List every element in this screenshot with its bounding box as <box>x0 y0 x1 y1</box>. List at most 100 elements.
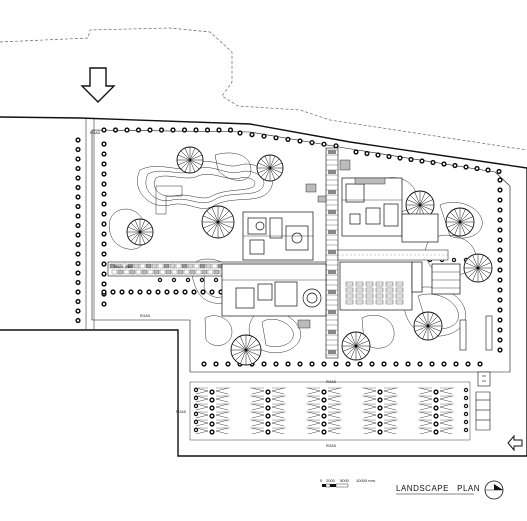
tree-symbol <box>497 287 503 293</box>
tree-symbol <box>452 162 458 169</box>
tree-symbol <box>285 136 291 142</box>
tree-symbol <box>101 161 107 167</box>
feature-tree <box>256 154 284 182</box>
tree-symbol <box>101 231 107 237</box>
tree-symbol <box>321 421 327 427</box>
tree-symbol <box>249 132 255 138</box>
tree-symbol <box>110 289 116 295</box>
tree-symbol <box>453 361 459 367</box>
walkway-label: WALK WAY <box>114 265 133 269</box>
feature-tree <box>445 207 475 237</box>
tree-symbol <box>463 411 469 417</box>
tree-symbol <box>297 138 303 144</box>
tree-symbol <box>75 156 81 162</box>
tree-symbol <box>213 361 219 367</box>
tree-symbol <box>146 289 152 295</box>
tree-symbol <box>463 419 469 425</box>
tree-symbol <box>204 127 211 133</box>
tree-symbol <box>112 127 119 133</box>
tree-symbol <box>429 361 435 367</box>
tree-symbol <box>386 153 392 160</box>
tree-symbol <box>171 277 177 283</box>
parking-area <box>189 381 471 441</box>
road-label-nw: ROAD <box>90 131 101 135</box>
scale-tick-0: 0 <box>320 478 323 483</box>
tree-symbol <box>213 277 219 283</box>
scale-tick-5000: 5000 <box>340 478 350 483</box>
tree-symbol <box>216 127 222 133</box>
tree-symbol <box>75 270 81 276</box>
tree-symbol <box>75 203 81 210</box>
tree-symbol <box>75 317 81 324</box>
building-east-hall <box>339 261 461 311</box>
tree-symbol <box>170 127 176 133</box>
tree-symbol <box>477 361 483 367</box>
tree-symbol <box>497 267 503 273</box>
feature-tree <box>201 205 235 239</box>
tree-symbol <box>497 327 503 333</box>
scale-tick-10000: 10000 mm. <box>356 478 376 483</box>
tree-symbol <box>485 167 491 173</box>
tree-symbol <box>209 389 215 395</box>
tree-symbol <box>433 421 439 427</box>
tree-symbol <box>193 411 199 417</box>
tree-symbol <box>377 405 383 411</box>
drawing-title: LANDSCAPE PLAN <box>396 484 480 493</box>
tree-symbol <box>209 421 215 427</box>
tree-symbol <box>497 257 503 263</box>
tree-symbol <box>182 289 188 295</box>
tree-symbol <box>124 127 130 133</box>
tree-symbol <box>225 361 231 367</box>
tree-symbol <box>497 207 503 213</box>
tree-symbol <box>345 361 351 367</box>
tree-symbol <box>433 429 439 435</box>
scale-bar: 0 2000 5000 10000 mm. <box>320 478 376 488</box>
tree-symbol <box>433 389 439 395</box>
east-edge-structures <box>459 315 493 431</box>
tree-symbol <box>209 429 215 435</box>
tree-symbol <box>497 277 503 283</box>
tree-symbol <box>164 289 170 295</box>
feature-tree <box>341 331 371 361</box>
tree-symbol <box>191 289 197 295</box>
tree-symbol <box>463 164 469 170</box>
east-path <box>337 249 449 261</box>
tree-symbol <box>465 361 471 367</box>
tree-symbol <box>227 127 234 133</box>
tree-symbol <box>158 127 165 133</box>
scale-tick-2000: 2000 <box>326 478 336 483</box>
tree-symbol <box>397 155 403 161</box>
tree-symbol <box>405 361 411 367</box>
road-label-parking-south: ROAD <box>326 444 337 448</box>
tree-symbol <box>75 175 81 181</box>
tree-symbol <box>265 421 271 427</box>
tree-symbol <box>75 260 81 267</box>
tree-symbol <box>377 429 383 435</box>
tree-symbol <box>209 397 215 403</box>
site-boundary <box>0 116 527 457</box>
tree-symbol <box>75 241 81 248</box>
tree-symbol <box>101 221 107 227</box>
tree-symbol <box>265 405 271 411</box>
tree-symbol <box>497 177 503 183</box>
tree-symbol <box>393 361 399 367</box>
tree-symbol <box>497 197 503 203</box>
tree-symbol <box>75 251 81 257</box>
tree-symbol <box>463 403 469 409</box>
tree-symbol <box>101 271 107 277</box>
tree-symbol <box>375 152 381 158</box>
tree-symbol <box>101 251 107 257</box>
feature-tree <box>126 218 154 246</box>
tree-symbol <box>433 397 439 403</box>
tree-symbol <box>364 150 370 157</box>
tree-symbol <box>353 149 359 155</box>
tree-symbol <box>201 361 207 367</box>
tree-symbol <box>200 289 206 295</box>
tree-symbol <box>261 361 267 367</box>
tree-symbol <box>155 289 161 295</box>
tree-symbol <box>209 413 215 419</box>
tree-symbol <box>101 171 107 177</box>
tree-symbol <box>433 413 439 419</box>
tree-symbol <box>285 361 291 367</box>
